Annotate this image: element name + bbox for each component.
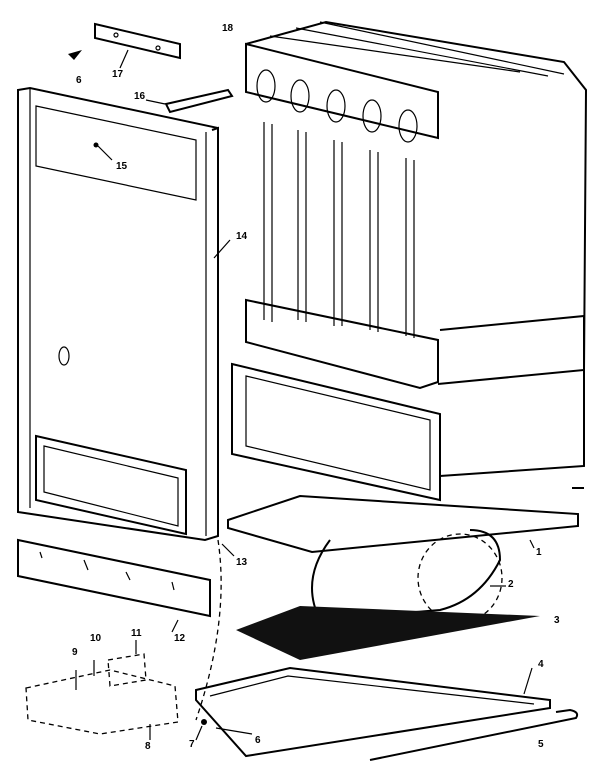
callout-3: 3 [554,615,560,626]
heat-exchanger [231,20,588,502]
part-6-screw [68,50,82,60]
callout-9: 9 [72,647,78,658]
callout-4: 4 [538,659,544,670]
callout-6-top: 6 [76,75,82,86]
part-16-bracket [145,88,234,114]
callout-6-bottom: 6 [255,735,261,746]
part-17-bracket [94,22,181,69]
callout-14: 14 [236,231,248,242]
callout-11: 11 [131,628,142,639]
callout-5: 5 [538,739,544,750]
callout-15: 15 [116,161,128,172]
callout-1: 1 [536,547,542,558]
callout-8: 8 [145,741,151,752]
callout-13: 13 [236,557,248,568]
callout-12: 12 [174,633,186,644]
control-module-dashed [25,640,179,740]
part-12-rail [17,538,211,633]
part-4-base-frame [195,666,551,758]
part-1-blower-deck [227,494,579,554]
front-door-panel [17,86,219,542]
callout-18: 18 [222,23,234,34]
callout-2: 2 [508,579,514,590]
part-3-filter [236,606,540,660]
part-5-rod [369,708,579,761]
callout-17: 17 [112,69,124,80]
callout-10: 10 [90,633,102,644]
callout-7: 7 [189,739,195,750]
part-7-screw [201,719,207,725]
callout-16: 16 [134,91,146,102]
